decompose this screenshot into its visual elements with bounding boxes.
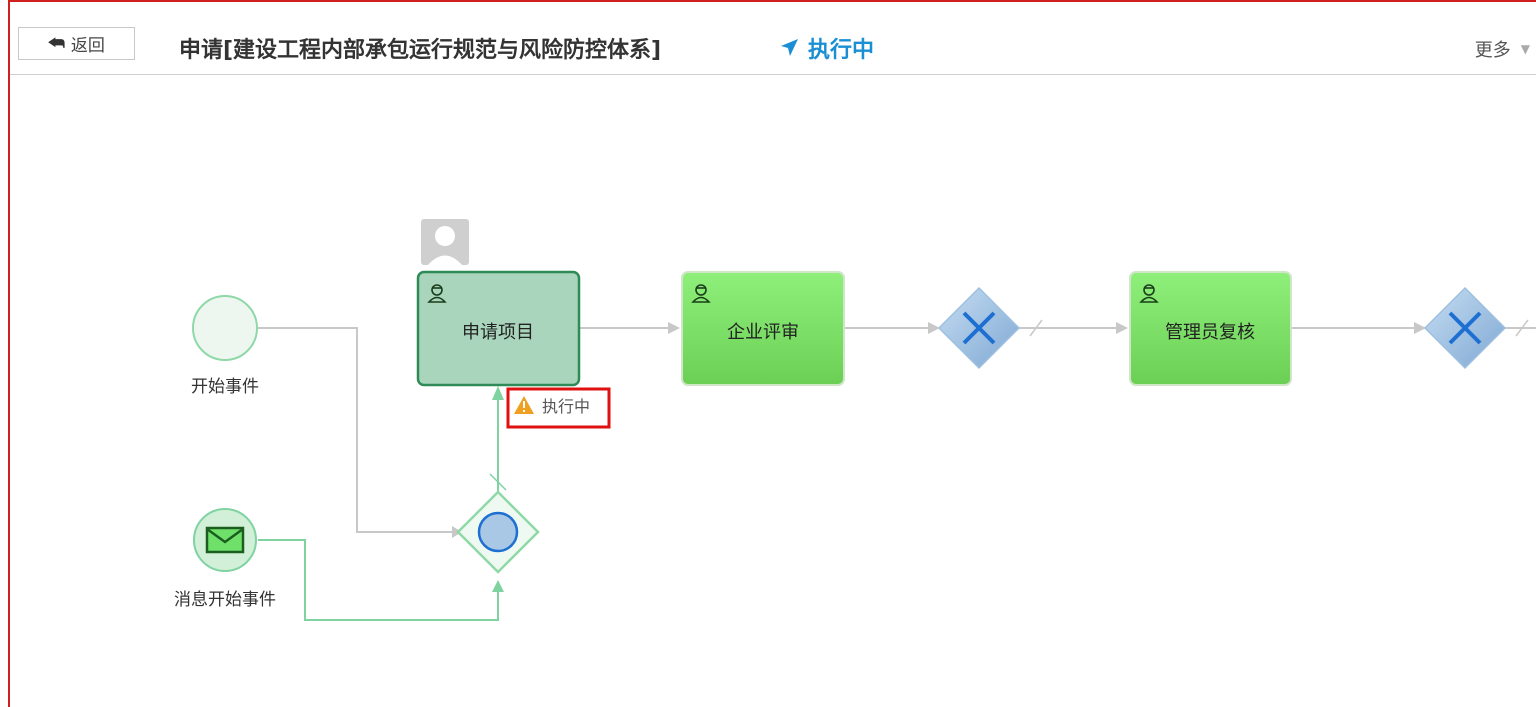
message-start-event-label: 消息开始事件 xyxy=(174,590,276,610)
task-admin-recheck[interactable] xyxy=(1129,271,1292,386)
more-label: 更多 xyxy=(1474,40,1511,61)
flow-review-to-gateway1 xyxy=(845,322,940,334)
back-label: 返回 xyxy=(70,36,105,56)
flow-message-to-join xyxy=(258,539,504,621)
status-label: 执行中 xyxy=(808,38,875,63)
user-task-icon xyxy=(427,284,447,303)
start-event[interactable] xyxy=(192,295,258,361)
task-enterprise-review-label: 企业评审 xyxy=(727,322,799,343)
task-enterprise-review[interactable] xyxy=(681,271,845,386)
page-frame xyxy=(8,0,1536,707)
task-apply-project[interactable] xyxy=(416,270,581,387)
exclusive-gateway-2[interactable] xyxy=(1423,286,1507,370)
user-task-icon xyxy=(691,284,711,303)
warning-icon xyxy=(514,396,534,414)
back-arrow-icon: ⮪ xyxy=(48,33,65,54)
user-task-icon xyxy=(1139,284,1159,303)
flow-admin-to-gateway2 xyxy=(1292,322,1426,334)
flow-join-to-apply xyxy=(489,386,507,492)
header-bar: ⮪ 返回 申请[建设工程内部承包运行规范与风险防控体系] 执行中 更多 ▼ xyxy=(10,2,1536,75)
start-event-label: 开始事件 xyxy=(191,377,259,397)
more-menu[interactable]: 更多 ▼ xyxy=(1475,36,1530,62)
flow-gateway1-to-admin xyxy=(1018,319,1128,337)
exclusive-gateway-1[interactable] xyxy=(937,286,1021,370)
caret-down-icon: ▼ xyxy=(1520,42,1530,56)
running-badge-label: 执行中 xyxy=(542,397,590,416)
status-indicator: 执行中 xyxy=(778,32,874,64)
task-admin-recheck-label: 管理员复核 xyxy=(1165,322,1255,343)
task-apply-project-label: 申请项目 xyxy=(462,322,534,343)
flow-apply-to-review xyxy=(580,322,680,334)
envelope-icon xyxy=(205,526,245,554)
event-gateway-join[interactable] xyxy=(456,490,540,574)
flow-gateway2-out xyxy=(1505,319,1536,337)
back-button[interactable]: ⮪ 返回 xyxy=(18,27,135,60)
navigation-arrow-icon xyxy=(781,39,798,56)
message-start-event[interactable] xyxy=(193,508,257,572)
avatar-icon xyxy=(421,219,469,265)
page-title: 申请[建设工程内部承包运行规范与风险防控体系] xyxy=(179,38,662,63)
running-badge xyxy=(506,387,611,429)
